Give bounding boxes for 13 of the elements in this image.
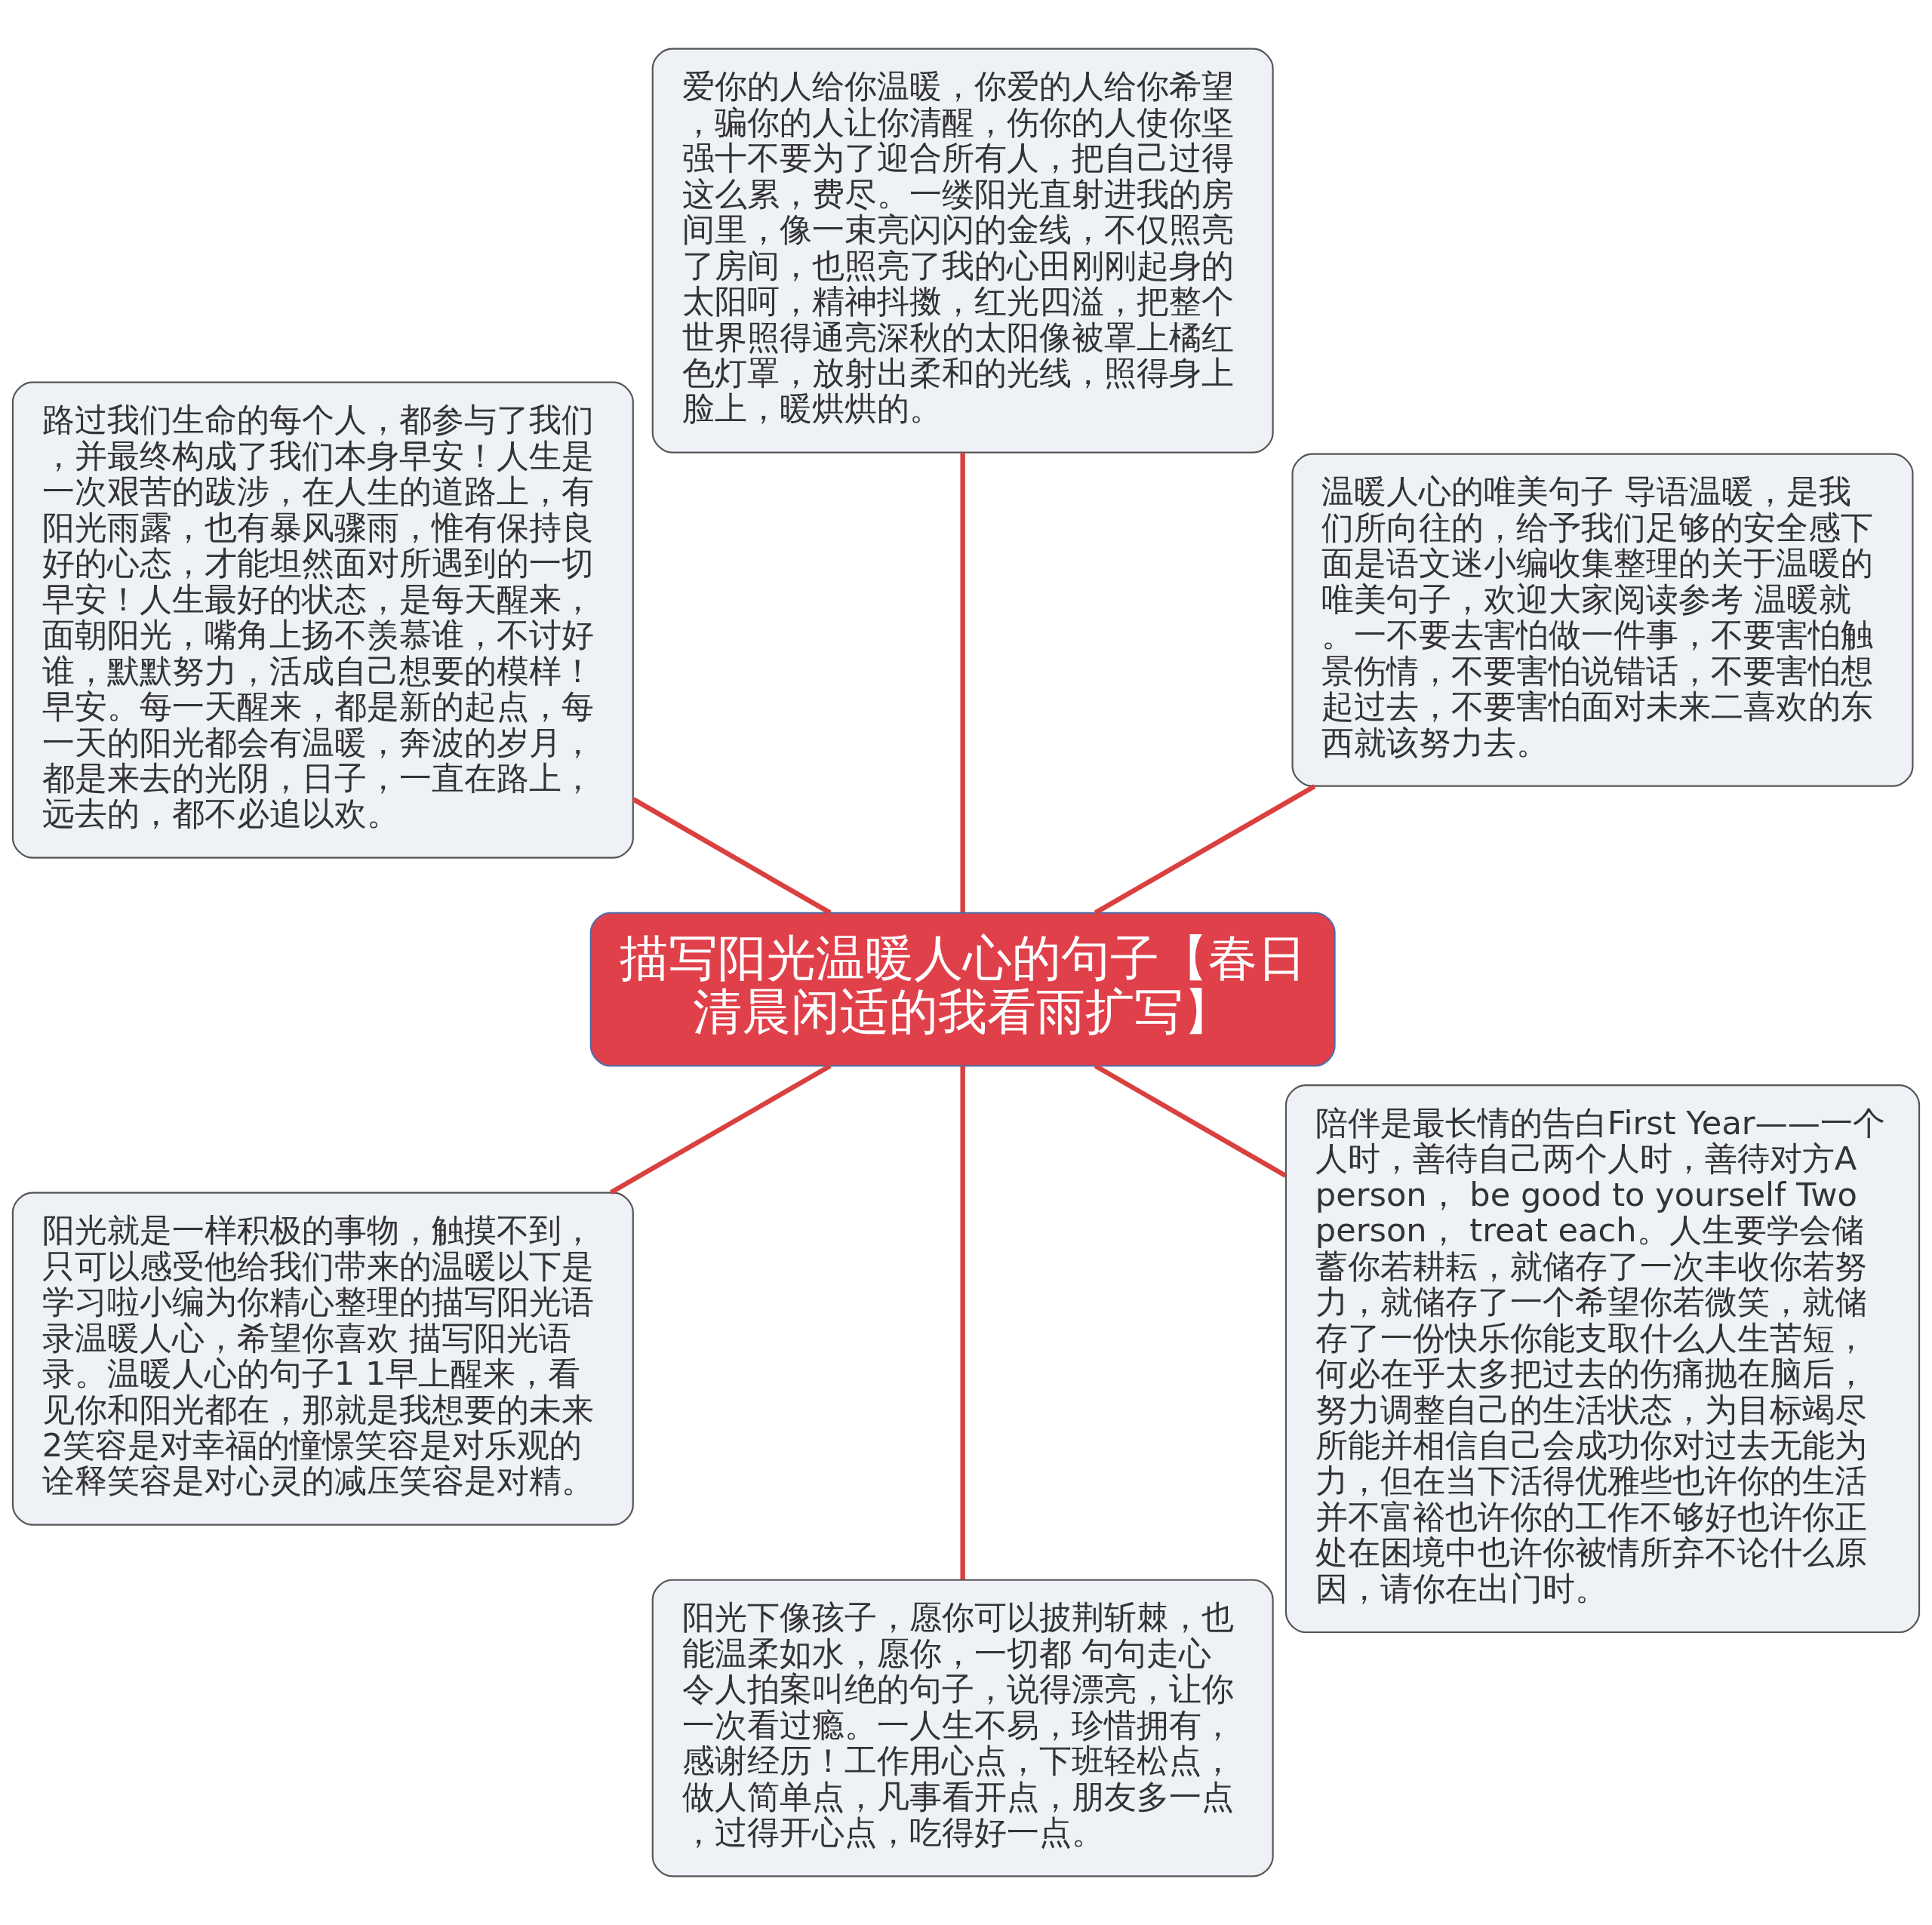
connector [632,797,832,915]
connector [609,1063,832,1195]
node-box: 阳光下像孩子，愿你可以披荆斩棘，也能温柔如水，愿你，一切都 句句走心令人拍案叫绝的句子，说得漂亮，让你一次看过瘾。一人生不易，珍惜拥有，感谢经历！工作用心点，下班轻松点，做人简单点，凡事看开点，朋友多一点，过得开心点，吃得好一点。 [651,1579,1274,1877]
connector [960,453,965,913]
node-box: 陪伴是最长情的告白First Year——一个人时，善待自己两个人时，善待对方A person， be good to yourself Two person， treat each。人生要学会储蓄你若耕耘，就储存了一次丰收你若努力，就储存了一个希望你若微笑，就储存了一份快乐你能支取什么人生苦短，何必在乎太多把过去的伤痛抛在脑后，努力调整自己的生活状态，为目标竭尽所能并相信自己会成功你对过去无能为力，但在当下活得优雅些也许你的生活并不富裕也许你的工作不够好也许你正处在困境中也许你被情所弃不论什么原因，请你在出门时。 [1284,1084,1921,1634]
node-box: 爱你的人给你温暖，你爱的人给你希望，骗你的人让你清醒，伤你的人使你坚强十不要为了迎合所有人，把自己过得这么累，费尽。一缕阳光直射进我的房间里，像一束亮闪闪的金线，不仅照亮了房间，也照亮了我的心田刚刚起身的太阳呵，精神抖擞，红光四溢，把整个世界照得通亮深秋的太阳像被罩上橘红色灯罩，放射出柔和的光线，照得身上脸上，暖烘烘的。 [651,48,1274,454]
connector [960,1066,965,1579]
connector [1094,1063,1287,1178]
node-box: 路过我们生命的每个人，都参与了我们，并最终构成了我们本身早安！人生是一次艰苦的跋涉，在人生的道路上，有阳光雨露，也有暴风骤雨，惟有保持良好的心态，才能坦然面对所遇到的一切早安！人生最好的状态，是每天醒来，面朝阳光，嘴角上扬不羡慕谁，不讨好谁，默默努力，活成自己想要的模样！早安。每一天醒来，都是新的起点，每一天的阳光都会有温暖，奔波的岁月，都是来去的光阴，日子，一直在路上，远去的，都不必追以欢。 [11,381,634,859]
node-box: 阳光就是一样积极的事物，触摸不到，只可以感受他给我们带来的温暖以下是学习啦小编为你精心整理的描写阳光语录温暖人心，希望你喜欢 描写阳光语录。温暖人心的句子1 1早上醒来，看见你和阳光都在，那就是我想要的未来 2笑容是对幸福的憧憬笑容是对乐观的诠释笑容是对心灵的减压笑容是对精。 [11,1192,634,1526]
node-box: 温暖人心的唯美句子 导语温暖，是我们所向往的，给予我们足够的安全感下面是语文迷小编收集整理的关于温暖的唯美句子，欢迎大家阅读参考 温暖就。一不要去害怕做一件事，不要害怕触景伤情，不要害怕说错话，不要害怕想起过去，不要害怕面对未来二喜欢的东西就该努力去。 [1291,453,1914,787]
node-box: 描写阳光温暖人心的句子【春日清晨闲适的我看雨扩写】 [589,912,1336,1067]
connector [1094,784,1316,915]
